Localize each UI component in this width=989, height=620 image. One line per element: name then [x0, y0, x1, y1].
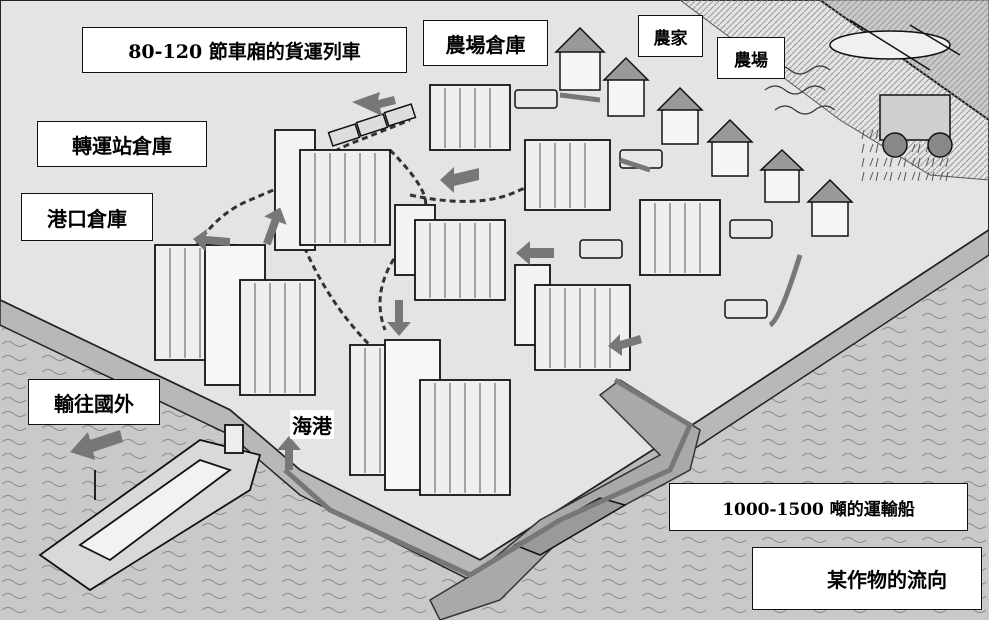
crop-duster-plane [829, 19, 961, 71]
farmer-label: 農家 [638, 15, 703, 57]
farmhouses [554, 26, 854, 237]
legend-text: 某作物的流向 [827, 568, 947, 592]
freight-train [327, 103, 417, 147]
seaport-warehouse-building [349, 339, 511, 496]
port-warehouse-building [154, 244, 316, 396]
transfer-warehouse-building [274, 129, 391, 251]
farm-warehouse-buildings [429, 84, 721, 276]
transfer-warehouse-label: 轉運站倉庫 [37, 121, 207, 167]
farm-warehouse-label: 農場倉庫 [423, 20, 548, 66]
middle-warehouse-building [394, 204, 631, 371]
seaport-label: 海港 [290, 410, 334, 439]
farm-label: 農場 [717, 37, 785, 79]
flow-paths [283, 92, 803, 578]
harvester [879, 94, 953, 158]
export-label: 輸往國外 [28, 379, 160, 425]
train-label: 80-120 節車廂的貨運列車 [82, 27, 407, 73]
legend-box: 某作物的流向 [752, 547, 982, 610]
barge-label: 1000-1500 噸的運輸船 [669, 483, 968, 531]
trucks [514, 89, 773, 319]
port-warehouse-label: 港口倉庫 [21, 193, 153, 241]
flow-arrows [70, 92, 642, 470]
cargo-ship [38, 424, 262, 592]
